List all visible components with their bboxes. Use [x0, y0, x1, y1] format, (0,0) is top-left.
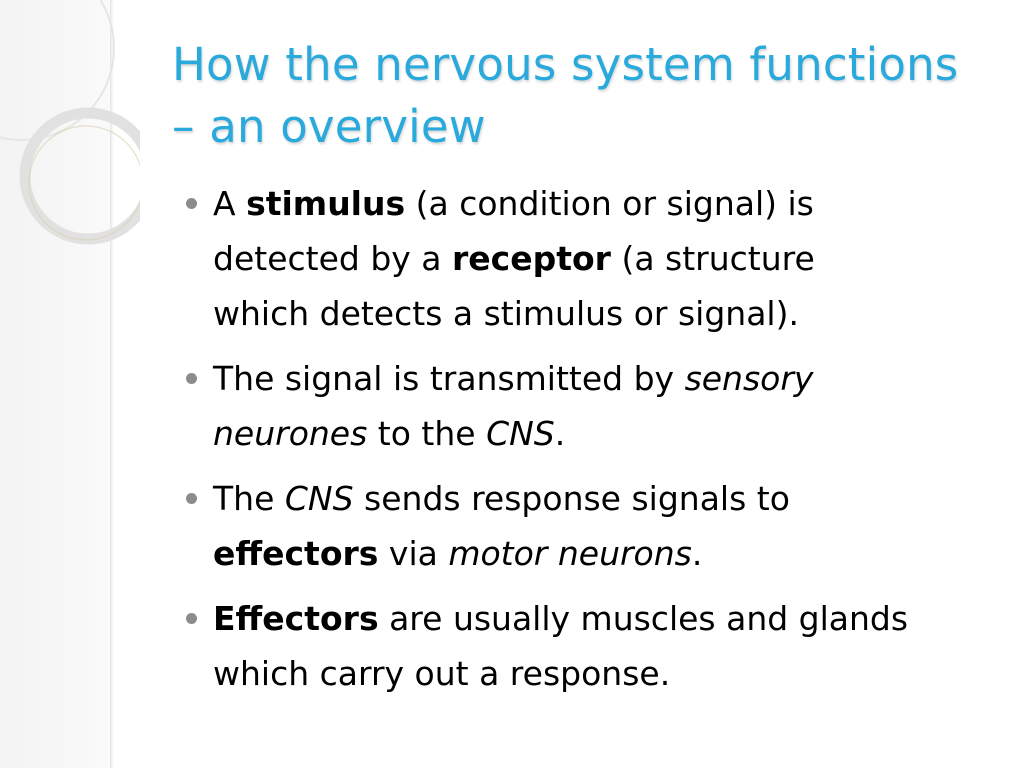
bullet-3-line-1: The CNS sends response signals to [213, 471, 986, 526]
bullet-1-line-2: detected by a receptor (a structure [213, 231, 986, 286]
text-run: (a structure [610, 239, 815, 278]
term-cns: CNS [486, 414, 555, 453]
text-run: The [213, 479, 285, 518]
bullet-dot-icon [186, 373, 197, 384]
bullet-1-line-1: A stimulus (a condition or signal) is [213, 176, 986, 231]
term-receptor: receptor [452, 239, 611, 278]
text-run: via [378, 534, 449, 573]
term-stimulus: stimulus [246, 184, 406, 223]
bullet-3-line-2: effectors via motor neurons. [213, 526, 986, 581]
term-sensory: sensory [684, 359, 814, 398]
text-run: (a condition or signal) is [405, 184, 814, 223]
term-cns: CNS [284, 479, 354, 518]
bullet-4-line-1: Effectors are usually muscles and glands [213, 591, 986, 646]
bullet-dot-icon [186, 493, 197, 504]
bullet-dot-icon [186, 198, 197, 209]
text-run: to the [367, 414, 487, 453]
term-effectors: effectors [213, 534, 379, 573]
term-effectors: Effectors [213, 599, 379, 638]
bullet-item-cns: The CNS sends response signals to effect… [186, 471, 986, 581]
text-run: detected by a [213, 239, 452, 278]
bullet-item-stimulus: A stimulus (a condition or signal) is de… [186, 176, 986, 341]
bullet-dot-icon [186, 613, 197, 624]
text-run: A [213, 184, 247, 223]
text-run: The signal is transmitted by [213, 359, 685, 398]
text-run: which detects a stimulus or signal). [213, 294, 799, 333]
text-run: are usually muscles and glands [378, 599, 909, 638]
bullet-list: A stimulus (a condition or signal) is de… [186, 176, 986, 711]
text-run: . [554, 414, 566, 453]
term-neurones: neurones [213, 414, 368, 453]
term-motor-neurons: motor neurons [448, 534, 692, 573]
slide-title: How the nervous system functions – an ov… [172, 34, 992, 158]
bullet-1-line-3: which detects a stimulus or signal). [213, 286, 986, 341]
decorative-ring-icon [28, 125, 140, 241]
bullet-2-line-1: The signal is transmitted by sensory [213, 351, 986, 406]
decorative-rings [0, 0, 140, 245]
text-run: sends response signals to [353, 479, 790, 518]
side-panel-edge [110, 0, 114, 768]
bullet-item-effectors: Effectors are usually muscles and glands… [186, 591, 986, 701]
title-line-1: How the nervous system functions [172, 38, 959, 91]
bullet-4-line-2: which carry out a response. [213, 646, 986, 701]
bullet-item-signal: The signal is transmitted by sensory neu… [186, 351, 986, 461]
text-run: . [691, 534, 703, 573]
decorative-ring-icon [0, 0, 115, 141]
text-run: which carry out a response. [213, 654, 671, 693]
decorative-ring-icon [19, 107, 140, 245]
bullet-2-line-2: neurones to the CNS. [213, 406, 986, 461]
title-line-2: – an overview [172, 100, 486, 153]
